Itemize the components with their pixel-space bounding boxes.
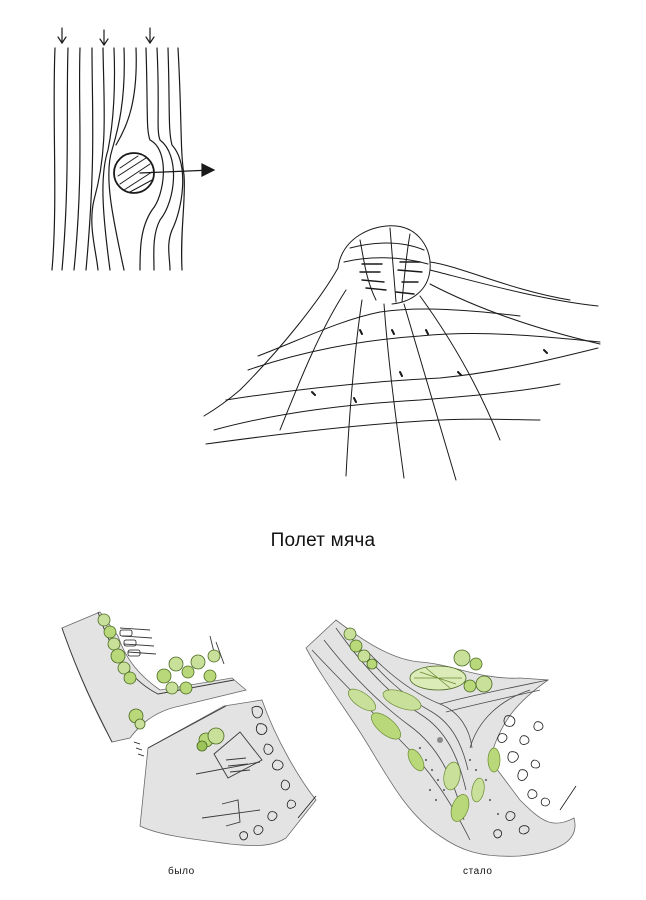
plan-after <box>305 619 577 857</box>
plan-before-rock-edge <box>239 706 317 841</box>
plan-after-lawns <box>347 688 501 822</box>
diagram-title: Полет мяча <box>270 530 376 551</box>
plan-after-trees <box>343 627 493 693</box>
plan-before-trees <box>97 613 225 752</box>
flow-lines-sketch <box>51 27 216 271</box>
plan-before-ground-lower <box>139 699 317 847</box>
dome-net-sketch <box>203 225 601 481</box>
plan-before <box>61 611 317 847</box>
plan-after-label: стало <box>463 866 493 877</box>
plan-before-parking <box>119 629 145 757</box>
plan-before-label: было <box>168 866 195 877</box>
plan-after-rock-edge <box>493 715 577 839</box>
plan-after-lamps <box>418 737 500 816</box>
flow-direction-arrows <box>57 27 155 47</box>
force-arrow-icon <box>201 163 216 177</box>
